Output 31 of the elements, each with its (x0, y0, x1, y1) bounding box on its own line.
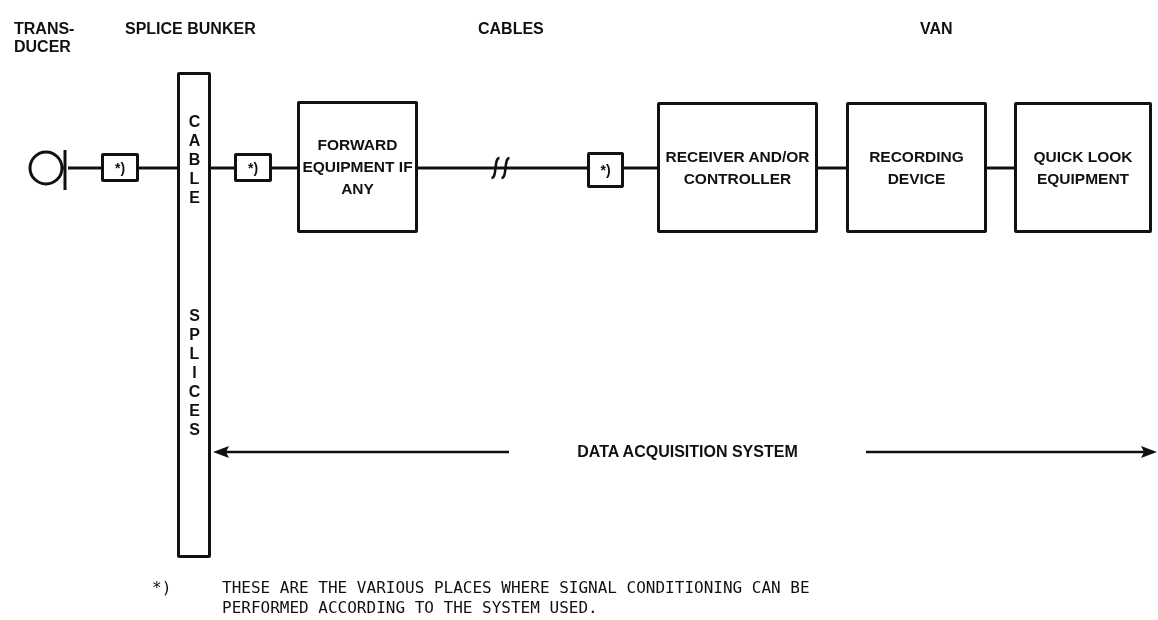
connector-line (987, 166, 1014, 170)
equipment-box (657, 102, 818, 233)
splice-bar (177, 72, 211, 558)
node-label: CABLE SPLICES (185, 113, 204, 440)
footnote-text: THESE ARE THE VARIOUS PLACES WHERE SIGNAL CONDITIONING CAN BE PERFORMED ACCORDING TO THE SYSTEM USED. (222, 578, 811, 618)
location-label: CABLES (478, 20, 545, 38)
signal-conditioning-box (101, 153, 139, 182)
node-label: QUICK LOOK EQUIPMENT (1032, 146, 1134, 189)
equipment-box (297, 101, 418, 233)
equipment-box (846, 102, 987, 233)
connector-line (624, 166, 657, 170)
footnote-mark: *) (152, 578, 173, 598)
connector-line (68, 166, 101, 170)
node-label: RECEIVER AND/OR CONTROLLER (664, 146, 811, 189)
broken-cable-line (418, 166, 587, 170)
location-label: SPLICE BUNKER (125, 20, 257, 38)
signal-conditioning-box (234, 153, 272, 182)
location-label: TRANS- DUCER (14, 20, 76, 56)
connector-line (272, 166, 297, 170)
connector-line (211, 166, 234, 170)
node-label: *) (600, 161, 611, 180)
node-label: *) (247, 158, 259, 178)
equipment-box (1014, 102, 1152, 233)
node-label: FORWARD EQUIPMENT IF ANY (301, 135, 414, 199)
connector-line (818, 166, 846, 170)
transducer-symbol (28, 148, 68, 192)
location-label: VAN (920, 20, 954, 38)
connector-line (139, 166, 177, 170)
node-label: RECORDING DEVICE (868, 146, 965, 189)
signal-conditioning-box (587, 152, 624, 188)
node-label: *) (114, 158, 126, 178)
